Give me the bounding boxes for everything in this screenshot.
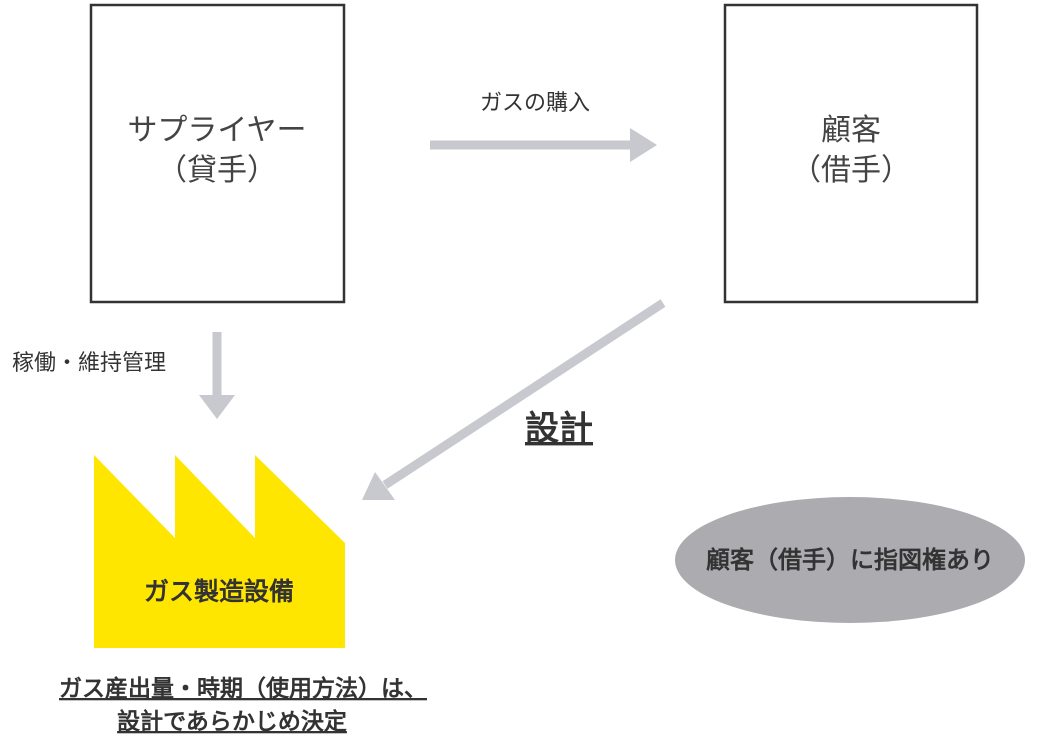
customer-box: 顧客 （借手） <box>723 3 979 304</box>
control-note-text: 顧客（借手）に指図権あり <box>706 546 994 574</box>
factory-label: ガス製造設備 <box>144 577 294 606</box>
control-note: 顧客（借手）に指図権あり <box>675 497 1025 623</box>
factory: ガス製造設備 <box>94 455 345 648</box>
customer-role: （借手） <box>791 153 911 188</box>
purchase-label: ガスの購入 <box>480 91 590 116</box>
design-arrow <box>362 299 666 500</box>
operation-label: 稼働・維持管理 <box>12 351 166 376</box>
bottom-note-line2: 設計であらかじめ決定 <box>117 708 347 735</box>
factory-shape <box>94 455 345 648</box>
design-label: 設計 <box>525 409 593 449</box>
supplier-role: （貸手） <box>157 153 277 188</box>
supplier-name: サプライヤー <box>127 113 306 148</box>
operation-arrow <box>199 332 235 419</box>
bottom-note-line1: ガス産出量・時期（使用方法）は、 <box>59 675 427 702</box>
purchase-arrow <box>430 128 657 162</box>
supplier-box: サプライヤー （貸手） <box>89 3 346 304</box>
customer-name: 顧客 <box>821 113 881 148</box>
